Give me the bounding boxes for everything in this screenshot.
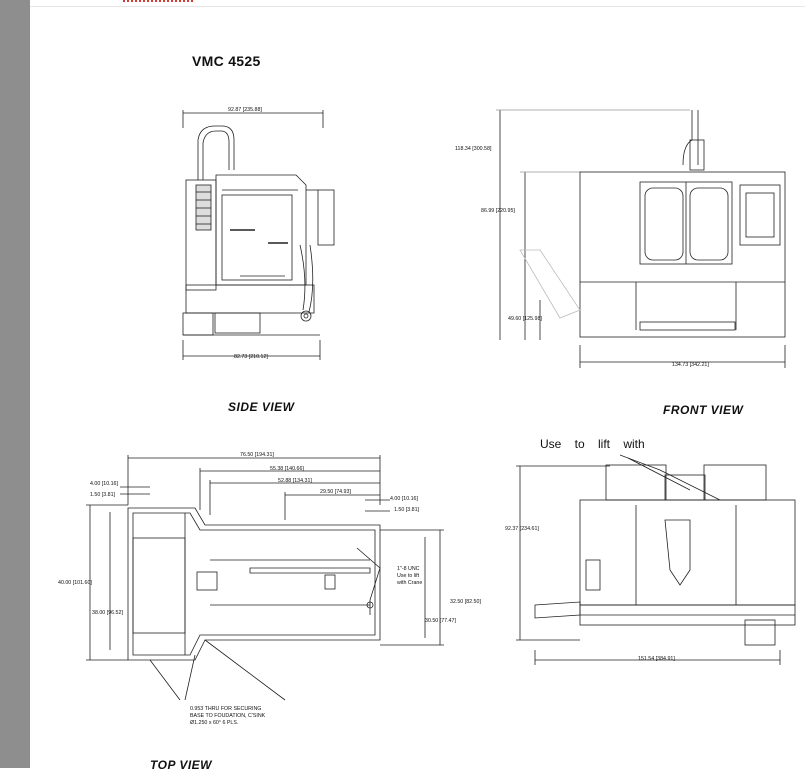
- top-dim-32-50: 32.50 [82.50]: [450, 599, 481, 605]
- top-dim-29-50: 29.50 [74.93]: [320, 489, 351, 495]
- top-dim-55-38: 55.38 [140.66]: [270, 466, 304, 472]
- top-dim-4-00-right: 4.00 [10.16]: [390, 496, 419, 502]
- top-dim-38-00: 38.00 [96.52]: [92, 610, 123, 616]
- top-view-drawing: [86, 455, 444, 701]
- side-dim-overall-width: 92.87 [235.88]: [228, 107, 262, 113]
- rear-dim-width: 151.54 [384.91]: [638, 656, 675, 662]
- top-note-hole-2: BASE TO FOUDATION, C'SINK: [190, 713, 266, 719]
- side-view-caption: SIDE VIEW: [228, 400, 295, 414]
- front-dim-table-height: 49.60 [125.98]: [508, 316, 542, 322]
- top-dim-76-50: 76.50 [194.31]: [240, 452, 274, 458]
- side-view-drawing: [182, 110, 335, 360]
- top-dim-52-88: 52.88 [134.31]: [278, 478, 312, 484]
- rear-view-drawing: [516, 454, 796, 665]
- drawing-title: VMC 4525: [192, 53, 261, 69]
- top-note-hole-1: 0.953 THRU FOR SECURING: [190, 706, 261, 712]
- front-dim-head-height: 86.99 [220.95]: [481, 208, 515, 214]
- top-note-unc-2: Use to lift: [397, 573, 420, 579]
- left-margin-bar: [0, 0, 30, 768]
- top-dim-40-00: 40.00 [101.60]: [58, 580, 92, 586]
- rear-dim-height: 92.37 [234.61]: [505, 526, 539, 532]
- side-dim-base-width: 82.73 [210.12]: [234, 354, 268, 360]
- use-to-lift-note: Use to lift with: [540, 437, 645, 451]
- red-header-mark: [123, 0, 193, 7]
- front-dim-overall-height: 118.34 [300.58]: [455, 146, 492, 152]
- front-view-drawing: [496, 109, 786, 368]
- top-note-hole-3: Ø1.250 x 60° 6 PLS.: [190, 720, 238, 726]
- top-dim-4-00-left: 4.00 [10.16]: [90, 481, 119, 487]
- top-note-unc-3: with Crane: [397, 580, 422, 586]
- top-dim-1-50-right: 1.50 [3.81]: [394, 507, 420, 513]
- front-view-caption: FRONT VIEW: [663, 403, 744, 417]
- front-dim-overall-width: 134.73 [342.21]: [672, 362, 709, 368]
- top-rule: [30, 6, 805, 7]
- top-dim-30-50: 30.50 [77.47]: [425, 618, 456, 624]
- top-dim-1-50-left: 1.50 [3.81]: [90, 492, 116, 498]
- top-note-unc-1: 1"-8 UNC: [397, 566, 420, 572]
